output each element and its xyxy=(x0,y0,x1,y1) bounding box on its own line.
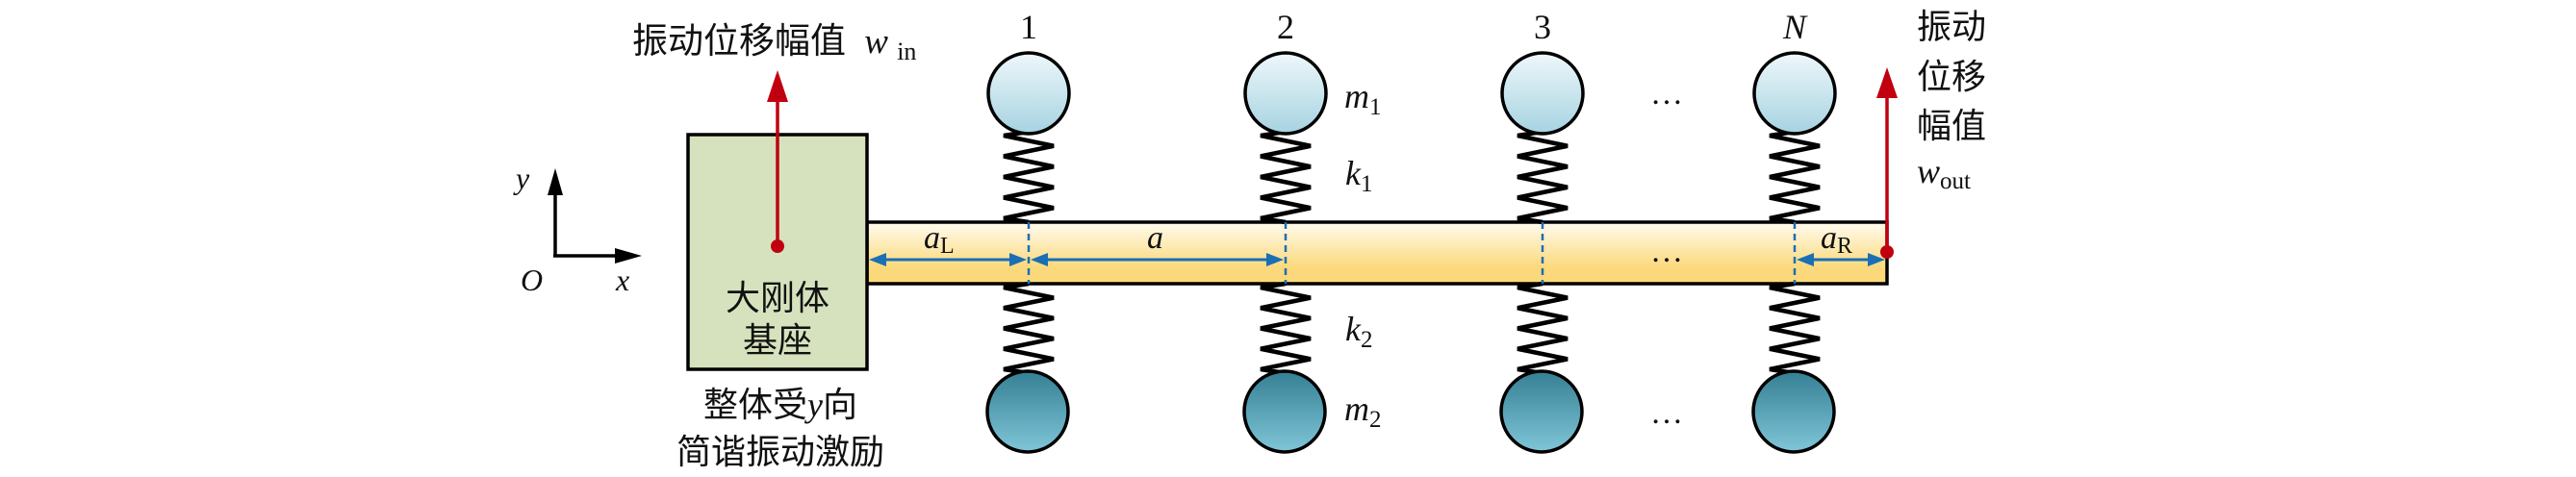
input-label: 振动位移幅值 w in xyxy=(632,20,916,65)
resonator-unit: 3 xyxy=(1499,8,1585,454)
input-arrowhead-icon xyxy=(767,70,788,102)
dimension-aR xyxy=(1797,253,1885,266)
output-arrowhead-icon xyxy=(1876,67,1898,98)
output-label-line2: 位移 xyxy=(1917,58,1986,97)
dimension-a xyxy=(1031,253,1284,266)
input-var-subscript: in xyxy=(897,38,916,65)
output-point xyxy=(1880,245,1894,259)
beam xyxy=(865,220,1889,286)
lower-mass xyxy=(985,369,1070,454)
lower-mass xyxy=(1751,369,1836,454)
lower-spring xyxy=(1003,281,1055,376)
resonator-index-label: 3 xyxy=(1534,8,1551,46)
dimension-annotations xyxy=(869,253,1885,266)
y-axis-label: y xyxy=(513,161,530,195)
resonator-index-label: 1 xyxy=(1020,8,1037,46)
resonators: 1 2 3 N xyxy=(985,8,1837,454)
upper-spring xyxy=(1517,129,1569,225)
dimension-label-a: a xyxy=(1147,220,1163,256)
symbol-k1: k1 xyxy=(1345,154,1372,197)
input-point xyxy=(771,239,784,253)
dimension-aL xyxy=(869,253,1027,266)
lower-spring xyxy=(1769,281,1821,376)
lower-mass xyxy=(1499,369,1584,454)
dimension-label-aR: aR xyxy=(1821,220,1852,259)
input-displacement: 振动位移幅值 w in xyxy=(632,20,916,253)
caption-pre: 整体受 xyxy=(703,386,807,425)
excitation-caption-line1: 整体受y向 xyxy=(703,386,857,425)
caption-var: y xyxy=(804,386,823,424)
upper-mass xyxy=(986,51,1071,136)
upper-spring xyxy=(1260,129,1312,225)
upper-mass xyxy=(1500,51,1585,136)
dimension-arrowhead-left-icon xyxy=(869,253,886,266)
lower-mass xyxy=(1242,369,1327,454)
upper-mass xyxy=(1752,51,1837,136)
output-label-line1: 振动 xyxy=(1917,8,1986,47)
resonator-unit: 2 xyxy=(1242,8,1328,454)
lower-spring xyxy=(1517,281,1569,376)
dimension-arrowhead-right-icon xyxy=(1266,253,1284,266)
coordinate-axes: y O x xyxy=(513,161,642,297)
ellipsis-upper: … xyxy=(1650,76,1683,112)
resonator-unit: 1 xyxy=(985,8,1071,454)
x-axis-label: x xyxy=(615,263,629,297)
output-label-line3: 幅值 xyxy=(1917,107,1986,146)
rigid-base-label-line1: 大刚体 xyxy=(726,279,829,318)
output-displacement: 振动 位移 幅值 wout xyxy=(1876,8,1986,259)
upper-spring xyxy=(1769,129,1821,225)
origin-label: O xyxy=(521,263,543,297)
dimension-arrowhead-right-icon xyxy=(1009,253,1027,266)
caption-post: 向 xyxy=(823,386,857,425)
output-var-label: wout xyxy=(1917,152,1971,194)
symbol-m2: m2 xyxy=(1344,389,1382,433)
upper-mass xyxy=(1243,51,1328,136)
symbol-m1: m1 xyxy=(1344,77,1382,120)
dimension-arrowhead-left-icon xyxy=(1797,253,1814,266)
excitation-caption-line2: 简谐振动激励 xyxy=(676,433,884,472)
dimension-label-aL: aL xyxy=(924,220,955,259)
x-axis-arrowhead-icon xyxy=(615,248,642,264)
lower-spring xyxy=(1260,281,1312,376)
input-var: w xyxy=(864,22,888,62)
resonator-index-label: 2 xyxy=(1277,8,1294,46)
ellipsis-beam: … xyxy=(1650,234,1683,269)
resonator-unit: N xyxy=(1751,8,1837,454)
dimension-arrowhead-right-icon xyxy=(1868,253,1885,266)
y-axis-arrowhead-icon xyxy=(548,168,563,195)
input-label-text: 振动位移幅值 xyxy=(632,20,846,62)
upper-spring xyxy=(1003,129,1055,225)
rigid-base-label-line2: 基座 xyxy=(743,321,812,361)
dimension-arrowhead-left-icon xyxy=(1031,253,1048,266)
symbol-k2: k2 xyxy=(1345,310,1372,353)
resonator-index-label: N xyxy=(1782,8,1808,46)
ellipsis-lower: … xyxy=(1650,395,1683,431)
